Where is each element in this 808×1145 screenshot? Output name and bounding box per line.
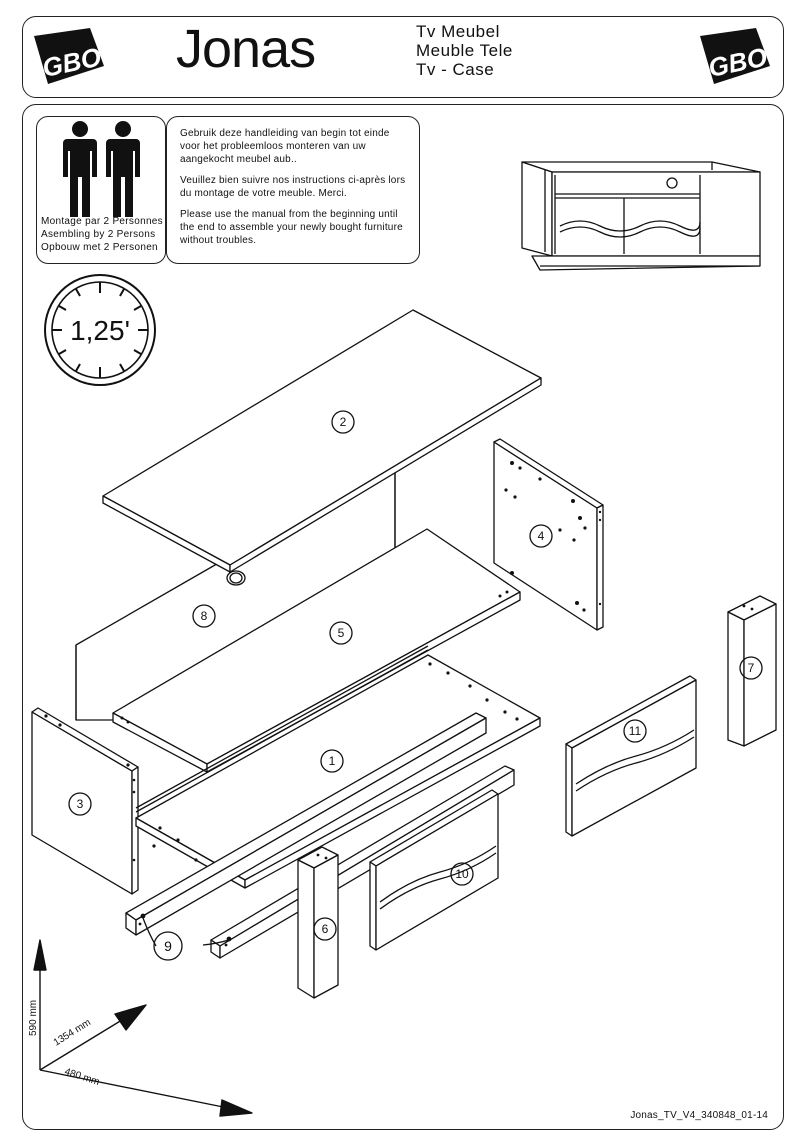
instruction-fr: Veuillez bien suivre nos instructions ci…	[180, 175, 406, 199]
svg-text:3: 3	[77, 797, 84, 811]
header-frame	[22, 16, 784, 98]
svg-text:1: 1	[329, 754, 336, 768]
part-label-3: 3	[68, 792, 92, 816]
subtitle-nl: Tv Meubel	[416, 22, 500, 41]
two-persons-icon	[63, 121, 140, 217]
part-4-side-panel	[493, 438, 604, 631]
part-9-plinth-rails	[125, 712, 515, 959]
two-persons-box: Montage par 2 Personnes Asembling by 2 P…	[36, 116, 166, 264]
svg-text:7: 7	[748, 661, 755, 675]
finished-tv-case-image	[521, 161, 761, 271]
part-label-5: 5	[329, 621, 353, 645]
persons-line-nl: Opbouw met 2 Personen	[41, 242, 158, 253]
persons-caption: Montage par 2 Personnes Asembling by 2 P…	[41, 215, 163, 254]
svg-text:11: 11	[629, 724, 642, 738]
document-code: Jonas_TV_V4_340848_01-14	[630, 1110, 768, 1121]
persons-line-en: Asembling by 2 Persons	[41, 229, 156, 240]
part-label-7: 7	[739, 656, 763, 680]
part-11-door	[565, 675, 697, 837]
part-2-top-panel	[102, 309, 542, 573]
part-label-9: 9	[153, 931, 183, 961]
instructions-box: Gebruik deze handleiding van begin tot e…	[166, 116, 420, 264]
part-3-side-panel	[31, 707, 139, 895]
persons-line-fr: Montage par 2 Personnes	[41, 216, 163, 227]
part-label-10: 10	[450, 862, 474, 886]
subtitle-en: Tv - Case	[416, 60, 495, 79]
brand-logo-right: GBO	[700, 28, 770, 84]
product-title: Jonas	[176, 19, 316, 79]
part-label-6: 6	[313, 917, 337, 941]
part-label-1: 1	[320, 749, 344, 773]
part-10-door	[369, 789, 499, 951]
svg-text:9: 9	[164, 938, 172, 954]
height-dimension: 590 mm	[28, 1000, 39, 1036]
dimension-arrows: 590 mm 1354 mm 480 mm	[28, 939, 253, 1117]
svg-text:2: 2	[340, 415, 347, 429]
clock-icon: 1,25'	[44, 274, 156, 386]
subtitle-fr: Meuble Tele	[416, 41, 513, 60]
svg-text:6: 6	[322, 922, 329, 936]
depth-dimension: 480 mm	[63, 1066, 101, 1088]
part-label-2: 2	[331, 410, 355, 434]
svg-text:5: 5	[338, 626, 345, 640]
svg-text:10: 10	[455, 867, 469, 881]
brand-logo-left: GBO	[34, 28, 104, 84]
width-dimension: 1354 mm	[52, 1017, 93, 1048]
part-number-labels: 2 4 8 5 7 11 1 3 10 6 9	[68, 410, 763, 961]
main-frame	[22, 104, 784, 1130]
instruction-nl: Gebruik deze handleiding van begin tot e…	[180, 128, 390, 165]
svg-text:8: 8	[201, 609, 208, 623]
instruction-en: Please use the manual from the beginning…	[180, 209, 403, 246]
svg-text:4: 4	[538, 529, 545, 543]
part-label-4: 4	[529, 524, 553, 548]
part-label-8: 8	[192, 604, 216, 628]
part-label-11: 11	[623, 719, 647, 743]
part-6-post	[297, 846, 339, 999]
clock-label: 1,25'	[70, 315, 130, 346]
product-subtitles: Tv Meubel Meuble Tele Tv - Case	[416, 22, 513, 79]
